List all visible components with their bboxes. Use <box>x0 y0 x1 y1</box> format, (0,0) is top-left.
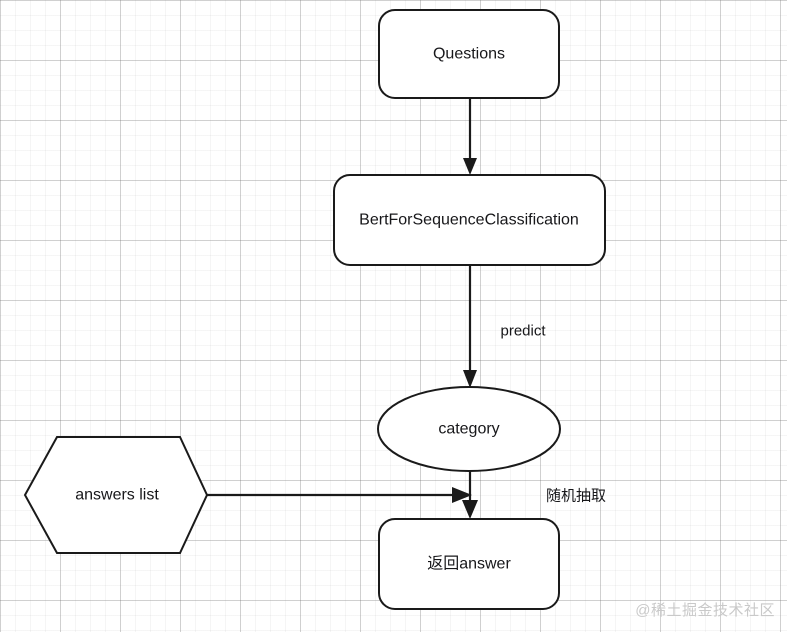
arrow-head-questions-to-bert <box>463 158 477 175</box>
node-label-bert-for-sequence-classification: BertForSequenceClassification <box>359 211 579 229</box>
node-label-category: category <box>438 420 500 438</box>
node-bert-for-sequence-classification[interactable] <box>333 174 606 266</box>
arrow-head-bert-to-category <box>463 370 477 388</box>
edge-category-to-return <box>462 470 478 519</box>
edge-label-random-selection: 随机抽取 <box>545 487 607 505</box>
node-label-return-answer: 返回answer <box>427 555 511 573</box>
arrow-head-category-to-return <box>462 500 478 519</box>
watermark: @稀土掘金技术社区 <box>635 602 775 619</box>
node-category[interactable] <box>377 386 561 472</box>
node-return-answer[interactable] <box>378 518 560 610</box>
node-label-answers-list: answers list <box>75 486 159 504</box>
edge-questions-to-bert <box>463 97 477 175</box>
edge-label-predict: predict <box>500 322 546 340</box>
arrow-head-answers-to-return <box>452 487 472 503</box>
node-answers-list[interactable] <box>23 436 209 554</box>
node-questions[interactable] <box>378 9 560 99</box>
node-label-questions: Questions <box>432 45 506 63</box>
edge-bert-to-category <box>463 265 477 388</box>
edge-answers-to-return <box>207 487 472 503</box>
